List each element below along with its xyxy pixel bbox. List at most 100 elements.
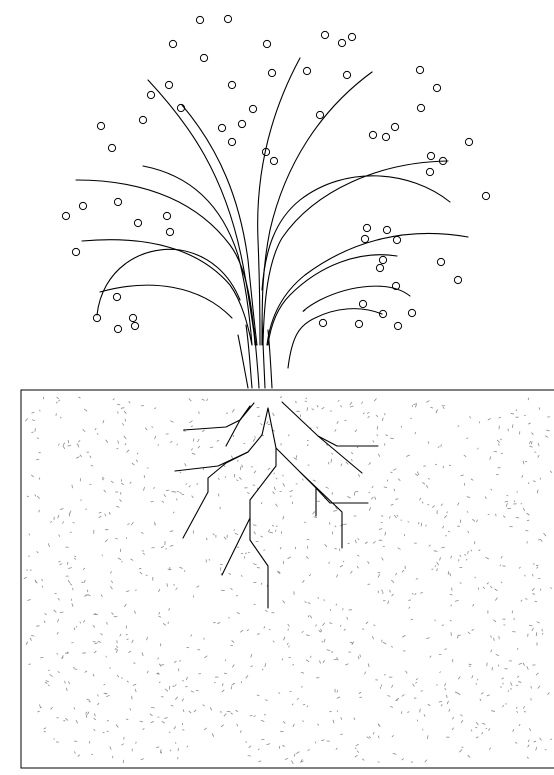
- seed-cluster: [62, 15, 489, 332]
- seed: [482, 192, 489, 199]
- soil-speckle: [186, 686, 188, 687]
- soil-speckle: [170, 750, 171, 751]
- seed: [169, 40, 176, 47]
- soil-speckle: [116, 649, 117, 650]
- soil-speckle: [221, 574, 222, 575]
- soil-speckle: [158, 445, 159, 446]
- seed: [417, 104, 424, 111]
- grass-blade: [267, 233, 468, 345]
- soil-speckle: [471, 730, 472, 731]
- soil-speckle: [276, 526, 277, 527]
- soil-speckle: [524, 415, 525, 416]
- soil-speckle: [253, 485, 255, 486]
- soil-speckle: [209, 559, 210, 560]
- soil-speckle: [384, 487, 387, 488]
- soil-speckle: [501, 582, 502, 583]
- seed: [114, 198, 121, 205]
- soil-speckle: [81, 500, 82, 501]
- seed: [263, 40, 270, 47]
- grass-blade: [288, 309, 382, 368]
- soil-speckle: [207, 399, 208, 401]
- soil-speckle: [303, 704, 305, 705]
- soil-speckle: [469, 666, 470, 667]
- soil-speckle: [98, 695, 99, 696]
- soil-speckle: [255, 437, 256, 438]
- grass-blade: [303, 286, 410, 311]
- seed: [270, 157, 277, 164]
- seed: [361, 235, 368, 242]
- soil-speckle: [390, 517, 391, 519]
- grass-blade: [258, 58, 300, 345]
- grass-blade: [268, 255, 397, 345]
- seed: [139, 116, 146, 123]
- soil-speckle: [435, 566, 436, 567]
- soil-speckle: [529, 625, 532, 626]
- soil-speckle: [137, 453, 138, 454]
- soil-speckle: [306, 398, 307, 399]
- seed: [394, 322, 401, 329]
- grass-blade: [97, 249, 240, 315]
- soil-speckle: [86, 715, 87, 718]
- soil-speckle: [517, 492, 518, 493]
- soil-speckle: [42, 579, 43, 581]
- soil-speckle: [466, 559, 467, 560]
- soil-outline: [21, 390, 554, 768]
- soil-speckle: [174, 584, 175, 585]
- seed: [426, 168, 433, 175]
- soil-speckle: [77, 444, 78, 445]
- soil-speckle: [328, 462, 329, 464]
- grass-blade: [148, 80, 256, 345]
- soil-speckle: [412, 594, 413, 595]
- soil-speckle: [269, 629, 270, 630]
- seed: [97, 122, 104, 129]
- soil-speckle: [357, 447, 358, 448]
- soil-speckle: [442, 625, 444, 626]
- seed: [383, 226, 390, 233]
- soil-speckle: [258, 416, 260, 417]
- soil-speckle: [154, 408, 156, 409]
- soil-speckle: [282, 659, 283, 660]
- soil-speckle: [187, 746, 188, 747]
- seed: [363, 224, 370, 231]
- grass-blade: [100, 285, 232, 318]
- soil-speckle: [499, 444, 500, 446]
- soil-speckle: [460, 583, 461, 584]
- seed: [228, 138, 235, 145]
- soil-speckle: [265, 700, 267, 701]
- seed: [108, 144, 115, 151]
- soil-speckle: [420, 709, 421, 712]
- soil-speckle: [66, 653, 69, 654]
- grass-blade: [82, 240, 252, 345]
- soil-speckle: [526, 599, 528, 600]
- soil-speckle: [117, 448, 118, 449]
- seed: [196, 16, 203, 23]
- soil-speckle: [397, 516, 398, 517]
- soil-block: [21, 390, 554, 768]
- soil-speckle: [352, 459, 353, 460]
- grass-blade: [262, 176, 450, 290]
- soil-speckle: [435, 620, 436, 621]
- soil-speckle: [97, 434, 98, 435]
- seed: [303, 67, 310, 74]
- soil-speckle: [422, 502, 423, 503]
- seed: [382, 133, 389, 140]
- soil-speckle: [528, 398, 529, 400]
- seed: [379, 310, 386, 317]
- soil-speckle: [234, 530, 235, 531]
- soil-speckle: [411, 418, 412, 419]
- soil-speckle: [57, 654, 58, 655]
- seed: [355, 320, 362, 327]
- soil-speckle: [136, 689, 137, 692]
- soil-speckle: [48, 685, 49, 686]
- seed: [338, 39, 345, 46]
- seed: [343, 71, 350, 78]
- soil-speckle: [396, 499, 398, 500]
- soil-speckle: [217, 441, 219, 442]
- seed: [224, 15, 231, 22]
- soil-speckle: [343, 561, 344, 562]
- soil-speckle: [350, 642, 352, 643]
- soil-speckle: [76, 627, 77, 628]
- seed: [359, 300, 366, 307]
- seed: [72, 248, 79, 255]
- soil-speckle: [542, 633, 543, 634]
